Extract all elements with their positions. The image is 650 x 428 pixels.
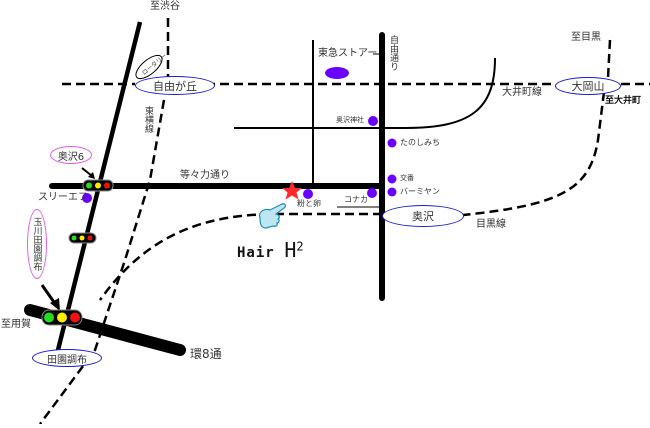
callout-okusawa6: 奥沢6 — [50, 146, 92, 164]
station-jiyugaoka-label: 自由が丘 — [153, 79, 197, 93]
direction-oimachi: 至大井町 — [605, 96, 642, 106]
okusawa-shrine-dot — [368, 116, 378, 126]
road-thin-horizontal — [234, 57, 496, 129]
three-f-dot — [82, 193, 92, 203]
pointing-hand-icon — [259, 203, 287, 229]
konaka-dot — [367, 188, 377, 198]
label-three-f: スリーエフ — [38, 192, 88, 203]
arrow-okusawa6-head — [88, 172, 95, 179]
kona-to-tamago-dot — [303, 189, 313, 199]
label-tokyu-store: 東急ストアー — [318, 48, 378, 59]
shop-name: Hair H2 — [237, 238, 304, 262]
road-label-jiyu-dori: 自由通り — [388, 35, 398, 71]
baamiyan-dot — [387, 187, 397, 197]
arrow-tamagawa-head — [50, 298, 60, 311]
label-baamiyan: バーミヤン — [400, 187, 440, 196]
traffic-signal-middle — [68, 232, 97, 244]
shop-name-superscript: 2 — [296, 239, 304, 254]
star-icon — [282, 181, 302, 200]
direction-meguro: 至目黒 — [571, 32, 601, 43]
road-label-todoroki: 等々力通り — [180, 170, 230, 181]
direction-yoga: 至用賀 — [1, 319, 31, 330]
traffic-signal-okusawa6 — [82, 179, 114, 192]
station-ookayama-label: 大岡山 — [571, 80, 605, 93]
direction-shibuya: 至渋谷 — [150, 1, 180, 12]
label-konaka: コナカ — [344, 195, 368, 204]
callout-tamagawa-denenchofu: 玉川田園調布 — [27, 209, 47, 279]
station-denenchofu[interactable]: 田園調布 — [32, 349, 102, 367]
station-jiyugaoka[interactable]: 自由が丘 — [135, 76, 215, 95]
shop-name-main: Hair — [237, 245, 275, 261]
station-ookayama[interactable]: 大岡山 — [555, 77, 621, 95]
koban-dot — [387, 174, 397, 184]
label-tanoshimichi: たのしみち — [400, 138, 440, 147]
callout-tamagawa-label: 玉川田園調布 — [31, 217, 42, 271]
traffic-signal-kan8 — [41, 309, 83, 326]
tanoshimichi-dot — [387, 138, 397, 148]
rail-label-toyoko: 東横線 — [143, 106, 153, 133]
station-denenchofu-label: 田園調布 — [47, 354, 87, 366]
station-okusawa-label: 奥沢 — [412, 210, 434, 223]
station-okusawa[interactable]: 奥沢 — [382, 205, 464, 227]
rotary-oval — [135, 54, 163, 80]
road-label-kan8: 環8通 — [190, 347, 222, 361]
label-okusawa-shrine: 奥沢神社 — [336, 116, 364, 124]
shop-name-suffix: H — [284, 238, 297, 262]
label-koban: 交番 — [400, 174, 414, 182]
rail-label-oimachi: 大井町線 — [502, 87, 542, 98]
tokyu-store-marker — [325, 67, 349, 79]
rail-label-meguro: 目黒線 — [476, 219, 506, 230]
callout-okusawa6-label: 奥沢6 — [57, 151, 85, 163]
label-kona-to-tamago: 粉と卵 — [297, 199, 321, 208]
